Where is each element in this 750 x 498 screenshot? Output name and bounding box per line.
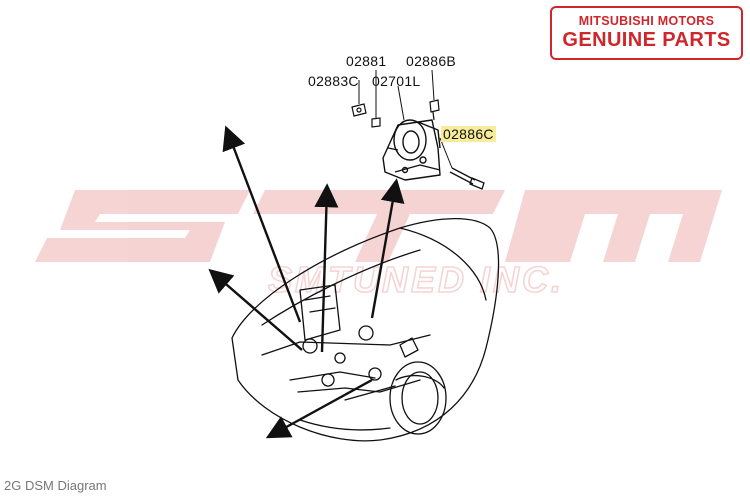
label-02886b: 02886B — [406, 53, 457, 69]
bolt-02886b — [429, 99, 440, 121]
watermark-letter-m — [505, 190, 722, 262]
genuine-parts-badge: MITSUBISHI MOTORS GENUINE PARTS — [550, 6, 743, 60]
arrow-5 — [265, 378, 373, 439]
mount-left — [302, 338, 318, 354]
mount-front-right — [368, 367, 382, 381]
arrow-1 — [222, 125, 302, 323]
arrow-2 — [314, 183, 339, 353]
washer-02881 — [371, 117, 381, 128]
watermark-letter-t — [253, 190, 505, 262]
diagram-caption: 2G DSM Diagram — [4, 478, 107, 493]
arrow-4 — [208, 268, 303, 351]
label-02701l: 02701L — [372, 73, 421, 89]
badge-brand: MITSUBISHI MOTORS — [578, 14, 715, 28]
engine-mount-part — [382, 119, 441, 181]
nut-02883c — [351, 103, 367, 117]
engine-block — [299, 284, 341, 341]
mount-center — [334, 352, 346, 364]
watermark-letter-s — [35, 190, 250, 262]
badge-title: GENUINE PARTS — [562, 29, 731, 51]
arrow-3 — [370, 178, 405, 319]
label-02883c: 02883C — [308, 73, 359, 89]
label-02881: 02881 — [346, 53, 387, 69]
label-02886c-highlighted: 02886C — [441, 126, 496, 142]
headlight — [389, 361, 447, 435]
leader-lines — [358, 69, 453, 169]
crossmember — [261, 334, 431, 356]
hood-outline — [231, 217, 500, 442]
mount-front-left — [321, 373, 335, 387]
mount-right — [358, 325, 374, 341]
bolt-02886c — [449, 167, 485, 190]
pointer-arrows — [208, 125, 405, 439]
